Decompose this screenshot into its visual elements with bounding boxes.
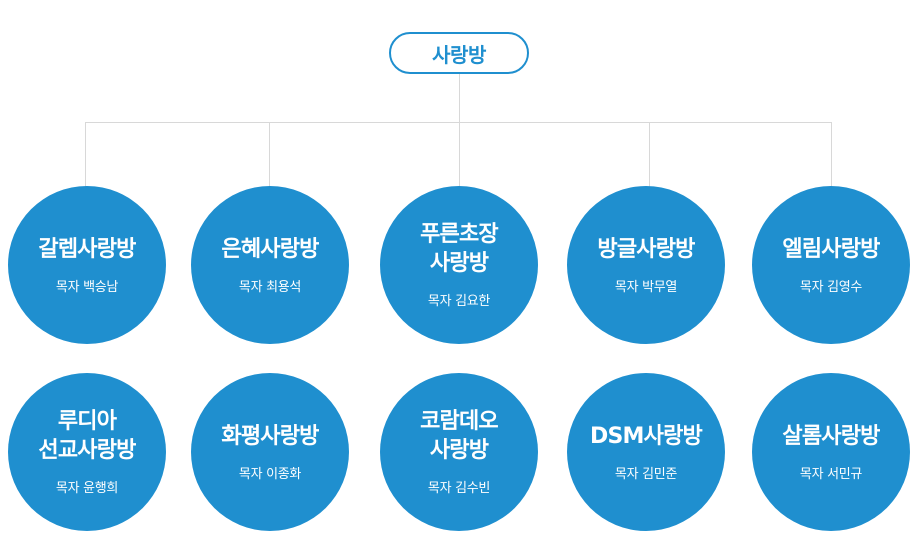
group-pastor: 목자 김민준 <box>614 466 678 482</box>
group-pastor: 목자 최용석 <box>238 279 302 295</box>
connector-trunk <box>459 74 460 123</box>
group-sallom[interactable]: 살롬사랑방 목자 서민규 <box>752 373 910 531</box>
connector-drop-1 <box>85 122 86 188</box>
group-name: 은혜사랑방 <box>221 236 319 262</box>
group-name: 살롬사랑방 <box>782 423 880 449</box>
group-name-line-1: 코람데오 <box>420 409 499 434</box>
group-name: 엘림사랑방 <box>782 236 880 262</box>
connector-drop-2 <box>269 122 270 188</box>
group-pastor: 목자 김수빈 <box>427 481 491 496</box>
group-name: 화평사랑방 <box>221 423 319 449</box>
group-pastor: 목자 이종화 <box>238 466 302 482</box>
group-pastor: 목자 서민규 <box>799 466 863 482</box>
group-pastor: 목자 박무열 <box>614 279 678 295</box>
root-node: 사랑방 <box>389 32 529 74</box>
group-hwapyeong[interactable]: 화평사랑방 목자 이종화 <box>191 373 349 531</box>
group-name: 방글사랑방 <box>597 236 695 262</box>
root-label: 사랑방 <box>432 42 486 67</box>
group-pastor: 목자 김영수 <box>799 279 863 295</box>
connector-drop-4 <box>649 122 650 188</box>
group-pastor: 목자 백승남 <box>55 279 119 295</box>
group-name-line-1: 루디아 <box>57 409 117 434</box>
group-banggeul[interactable]: 방글사랑방 목자 박무열 <box>567 186 725 344</box>
connector-bar <box>85 122 832 123</box>
group-name-line-1: 푸른초장 <box>420 222 499 247</box>
group-pastor: 목자 김요한 <box>427 294 491 309</box>
group-dsm[interactable]: DSM사랑방 목자 김민준 <box>567 373 725 531</box>
connector-drop-5 <box>831 122 832 188</box>
group-name: DSM사랑방 <box>590 423 703 449</box>
group-pureunchojang[interactable]: 푸른초장 사랑방 목자 김요한 <box>380 186 538 344</box>
group-coramdeo[interactable]: 코람데오 사랑방 목자 김수빈 <box>380 373 538 531</box>
group-name-line-2: 선교사랑방 <box>38 438 136 463</box>
group-name-line-2: 사랑방 <box>429 251 489 276</box>
group-rudia[interactable]: 루디아 선교사랑방 목자 윤행희 <box>8 373 166 531</box>
group-eunhye[interactable]: 은혜사랑방 목자 최용석 <box>191 186 349 344</box>
group-pastor: 목자 윤행희 <box>55 481 119 496</box>
group-galeb[interactable]: 갈렙사랑방 목자 백승남 <box>8 186 166 344</box>
group-ellim[interactable]: 엘림사랑방 목자 김영수 <box>752 186 910 344</box>
connector-drop-3 <box>459 122 460 188</box>
group-name: 갈렙사랑방 <box>38 236 136 262</box>
group-name-line-2: 사랑방 <box>429 438 489 463</box>
